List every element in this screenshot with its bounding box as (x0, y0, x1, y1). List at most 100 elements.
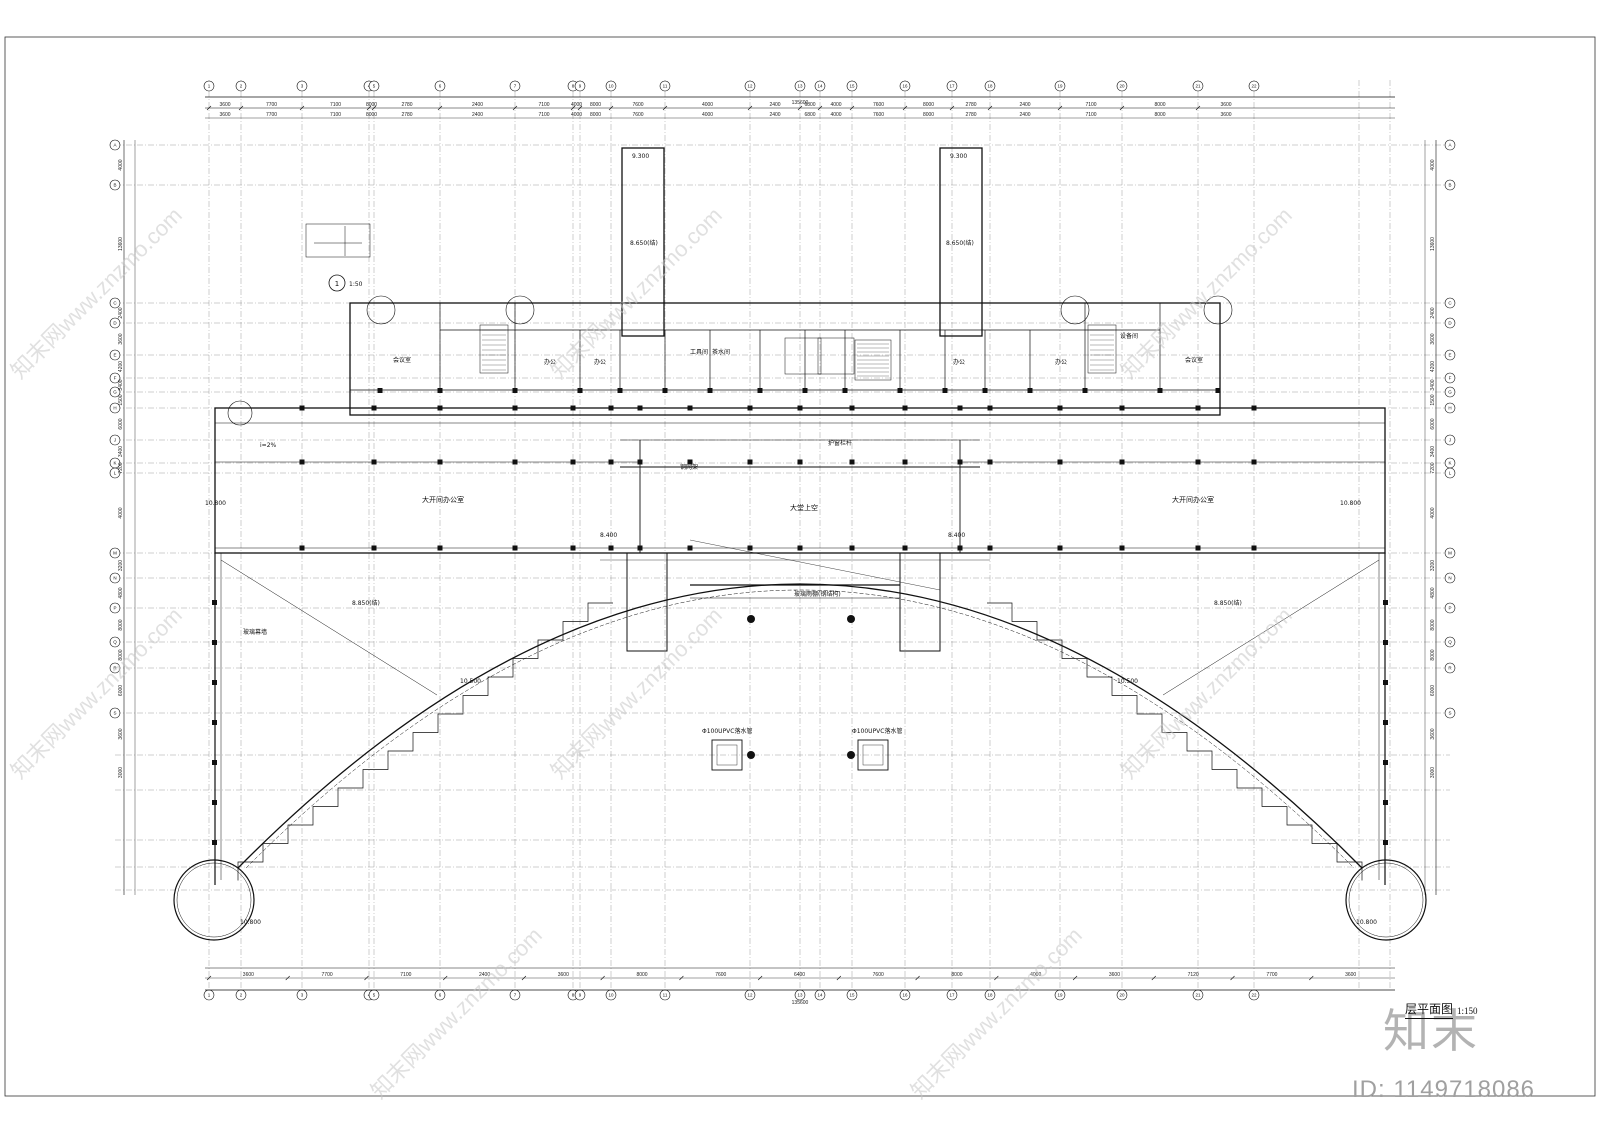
dimension-text: 6000 (1430, 685, 1436, 696)
axis-label: 3 (301, 84, 304, 89)
axis-label: 11 (663, 993, 668, 998)
elevation-marks: 9.300 9.300 8.650(结) 8.650(结) 8.850(结) 8… (205, 153, 1377, 926)
axis-bubble (203, 80, 215, 92)
elev-tower-left: 8.650(结) (630, 239, 658, 247)
elev-wing-left: 8.850(结) (352, 599, 380, 607)
column (377, 388, 383, 393)
dimension-text: 3200 (118, 560, 124, 571)
column (299, 405, 305, 411)
dimension-text: 2400 (769, 102, 780, 108)
watermark-4: 知末网www.znzmo.com (6, 602, 187, 783)
column (1383, 680, 1388, 685)
axis-label: 10 (608, 993, 614, 998)
dimension-text: 1500 (1430, 394, 1436, 405)
arc-canopy (220, 539, 1380, 881)
column (687, 545, 693, 551)
dimension-text: 3600 (1220, 112, 1231, 118)
room-label-office-2: 办公 (594, 358, 606, 366)
dimension-text: 8000 (118, 619, 124, 630)
axis-label: 7 (514, 993, 517, 998)
axis-label: L (1449, 471, 1452, 476)
axis-bubble (109, 179, 121, 191)
axis-bubble (1444, 602, 1456, 614)
axis-label: B (113, 183, 116, 188)
overall-dimension-top: 135600 (792, 100, 809, 106)
column (437, 388, 443, 393)
elev-arc-right: 10.500 (1117, 678, 1138, 685)
column (570, 405, 576, 411)
dimension-text: 4000 (118, 159, 124, 170)
note-drain-pipe-left: Φ100UPVC落水管 (702, 727, 752, 735)
dimension-text: 8000 (590, 112, 601, 118)
dimension-text: 4000 (118, 507, 124, 518)
axis-bubble (109, 372, 121, 384)
watermark-6: 知末网www.znzmo.com (1116, 602, 1297, 783)
axis-bubble (109, 434, 121, 446)
axis-bubble (1116, 80, 1128, 92)
elev-canopy-right: 10.800 (1340, 500, 1361, 507)
dimension-text: 4200 (1430, 361, 1436, 372)
dimension-chains: 3600360077007700710071008000800027802780… (118, 96, 1437, 991)
column (577, 388, 583, 393)
dimension-text: 6400 (794, 972, 805, 978)
axis-label: 10 (608, 84, 614, 89)
dimension-text: 8000 (951, 972, 962, 978)
axis-label: D (1448, 321, 1452, 326)
detail-scale: 1:50 (349, 281, 363, 288)
axis-bubble (109, 317, 121, 329)
column (982, 388, 988, 393)
axis-bubble (899, 80, 911, 92)
axis-label: C (113, 301, 117, 306)
column (1057, 405, 1063, 411)
column (797, 405, 803, 411)
dimension-text: 7600 (632, 102, 643, 108)
dimension-text: 3600 (219, 102, 230, 108)
dimension-text: 8000 (1154, 102, 1165, 108)
axis-bubble (1054, 80, 1066, 92)
column (1057, 459, 1063, 465)
axis-label: N (113, 576, 116, 581)
dimension-text: 2400 (1430, 307, 1436, 318)
dimension-text: 2780 (965, 102, 976, 108)
axis-bubble (109, 386, 121, 398)
room-label-office-4: 办公 (1055, 358, 1067, 366)
room-label-open-office-right: 大开间办公室 (1172, 495, 1214, 504)
axis-label: 20 (1119, 993, 1125, 998)
axis-label: J (114, 438, 116, 443)
tower-left (621, 147, 665, 337)
column (1383, 840, 1388, 845)
axis-bubble (509, 80, 521, 92)
dimension-text: 3600 (1109, 972, 1120, 978)
axis-bubble (109, 636, 121, 648)
column (570, 459, 576, 465)
dimension-text: 3600 (1345, 972, 1356, 978)
axis-bubble (1248, 80, 1260, 92)
column (371, 405, 377, 411)
axis-label: A (113, 143, 116, 148)
axis-bubble (605, 80, 617, 92)
axis-label: 18 (987, 84, 993, 89)
elev-corner-left: 10.800 (240, 919, 261, 926)
column (1195, 459, 1201, 465)
axis-label: F (114, 376, 117, 381)
dimension-text: 7700 (266, 112, 277, 118)
dimension-text: 4000 (1430, 507, 1436, 518)
axis-label: 6 (439, 993, 442, 998)
axis-label: 1 (208, 84, 211, 89)
dimension-text: 6800 (804, 112, 815, 118)
dimension-text: 7200 (118, 462, 124, 473)
axis-bubble (1444, 386, 1456, 398)
corner-rotunda-left (173, 859, 255, 941)
column (987, 545, 993, 551)
dimension-text: 4000 (830, 102, 841, 108)
column (1383, 760, 1388, 765)
dimension-text: 7600 (873, 112, 884, 118)
column (1383, 720, 1388, 725)
note-glass-curtain: 玻璃幕墙 (243, 628, 267, 636)
axis-label: 2 (240, 993, 243, 998)
brand-logo: 知末 (1383, 1004, 1479, 1058)
column (957, 545, 963, 551)
axis-label: D (113, 321, 117, 326)
axis-bubble (946, 80, 958, 92)
column (797, 545, 803, 551)
